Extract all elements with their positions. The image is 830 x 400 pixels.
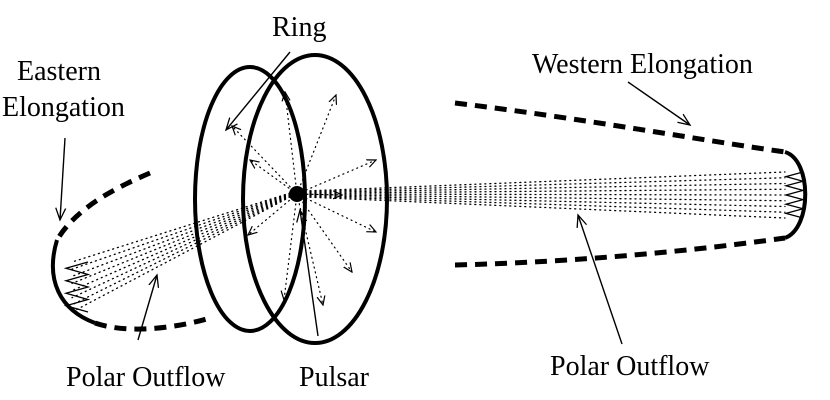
jet-dotted-line: [71, 192, 291, 263]
jet-dotted-line: [304, 188, 786, 194]
polar-outflow-right-label: Polar Outflow: [550, 351, 710, 382]
wind-ray: [285, 92, 298, 195]
pointer-arrows: [60, 51, 690, 345]
polar-outflow-left-label: Polar Outflow: [66, 362, 226, 393]
wind-ray: [250, 160, 298, 195]
eastern-elongation: [51, 170, 211, 332]
western-shock-zigzag: [783, 171, 806, 219]
pulsar-dot: [289, 186, 305, 202]
ring-ellipse-left: [193, 65, 307, 333]
jet-dotted-line: [304, 177, 786, 193]
jet-dotted-line: [304, 194, 786, 202]
wind-ray: [296, 193, 323, 305]
eastern-solid-cap: [51, 239, 96, 325]
eastern-label-line1: Eastern: [17, 56, 101, 87]
polar-outflow-right-jet: [304, 171, 786, 219]
polar-right-pointer-arrow: [578, 215, 623, 345]
wind-ray: [296, 193, 376, 232]
western-elongation: [454, 100, 808, 268]
western-dashed-bottom: [454, 235, 786, 268]
eastern-label-line2: Elongation: [2, 92, 125, 123]
western-solid-cap: [784, 150, 808, 240]
jet-dotted-line: [71, 192, 291, 270]
western-dashed-top: [454, 100, 786, 155]
ring-label: Ring: [272, 12, 326, 43]
wind-ray: [248, 193, 298, 235]
eastern-shock-zigzag: [63, 261, 91, 313]
wind-ray: [296, 193, 352, 272]
jet-dotted-line: [71, 195, 291, 299]
polar-left-pointer-arrow: [137, 275, 157, 341]
jet-dotted-line: [71, 195, 291, 306]
jet-dotted-line: [71, 196, 291, 313]
jet-dotted-line: [304, 193, 786, 196]
jet-dotted-line: [71, 194, 291, 292]
jet-dotted-line: [71, 194, 291, 285]
equatorial-wind-rays: [232, 92, 376, 305]
eastern-dashed-top: [54, 170, 151, 242]
pulsar-pointer-arrow: [300, 210, 319, 337]
wind-ray: [296, 95, 336, 195]
jet-dotted-line: [304, 195, 786, 213]
polar-outflow-left-jet: [71, 192, 291, 313]
jet-dotted-line: [71, 193, 291, 277]
labels: Ring Eastern Elongation Western Elongati…: [2, 12, 753, 393]
ring-ellipse-right: [241, 53, 389, 345]
ring-pointer-arrow: [226, 51, 291, 130]
western-pointer-arrow: [627, 81, 690, 125]
shock-zigzag-path: [63, 261, 91, 313]
pulsar-label: Pulsar: [299, 362, 370, 393]
equatorial-rings: [193, 53, 389, 345]
wind-ray: [232, 126, 298, 195]
eastern-dashed-bottom: [94, 315, 211, 332]
western-label: Western Elongation: [532, 49, 753, 80]
eastern-pointer-arrow: [60, 137, 65, 220]
jet-dotted-line: [304, 196, 786, 219]
shock-zigzag-path: [783, 171, 806, 219]
